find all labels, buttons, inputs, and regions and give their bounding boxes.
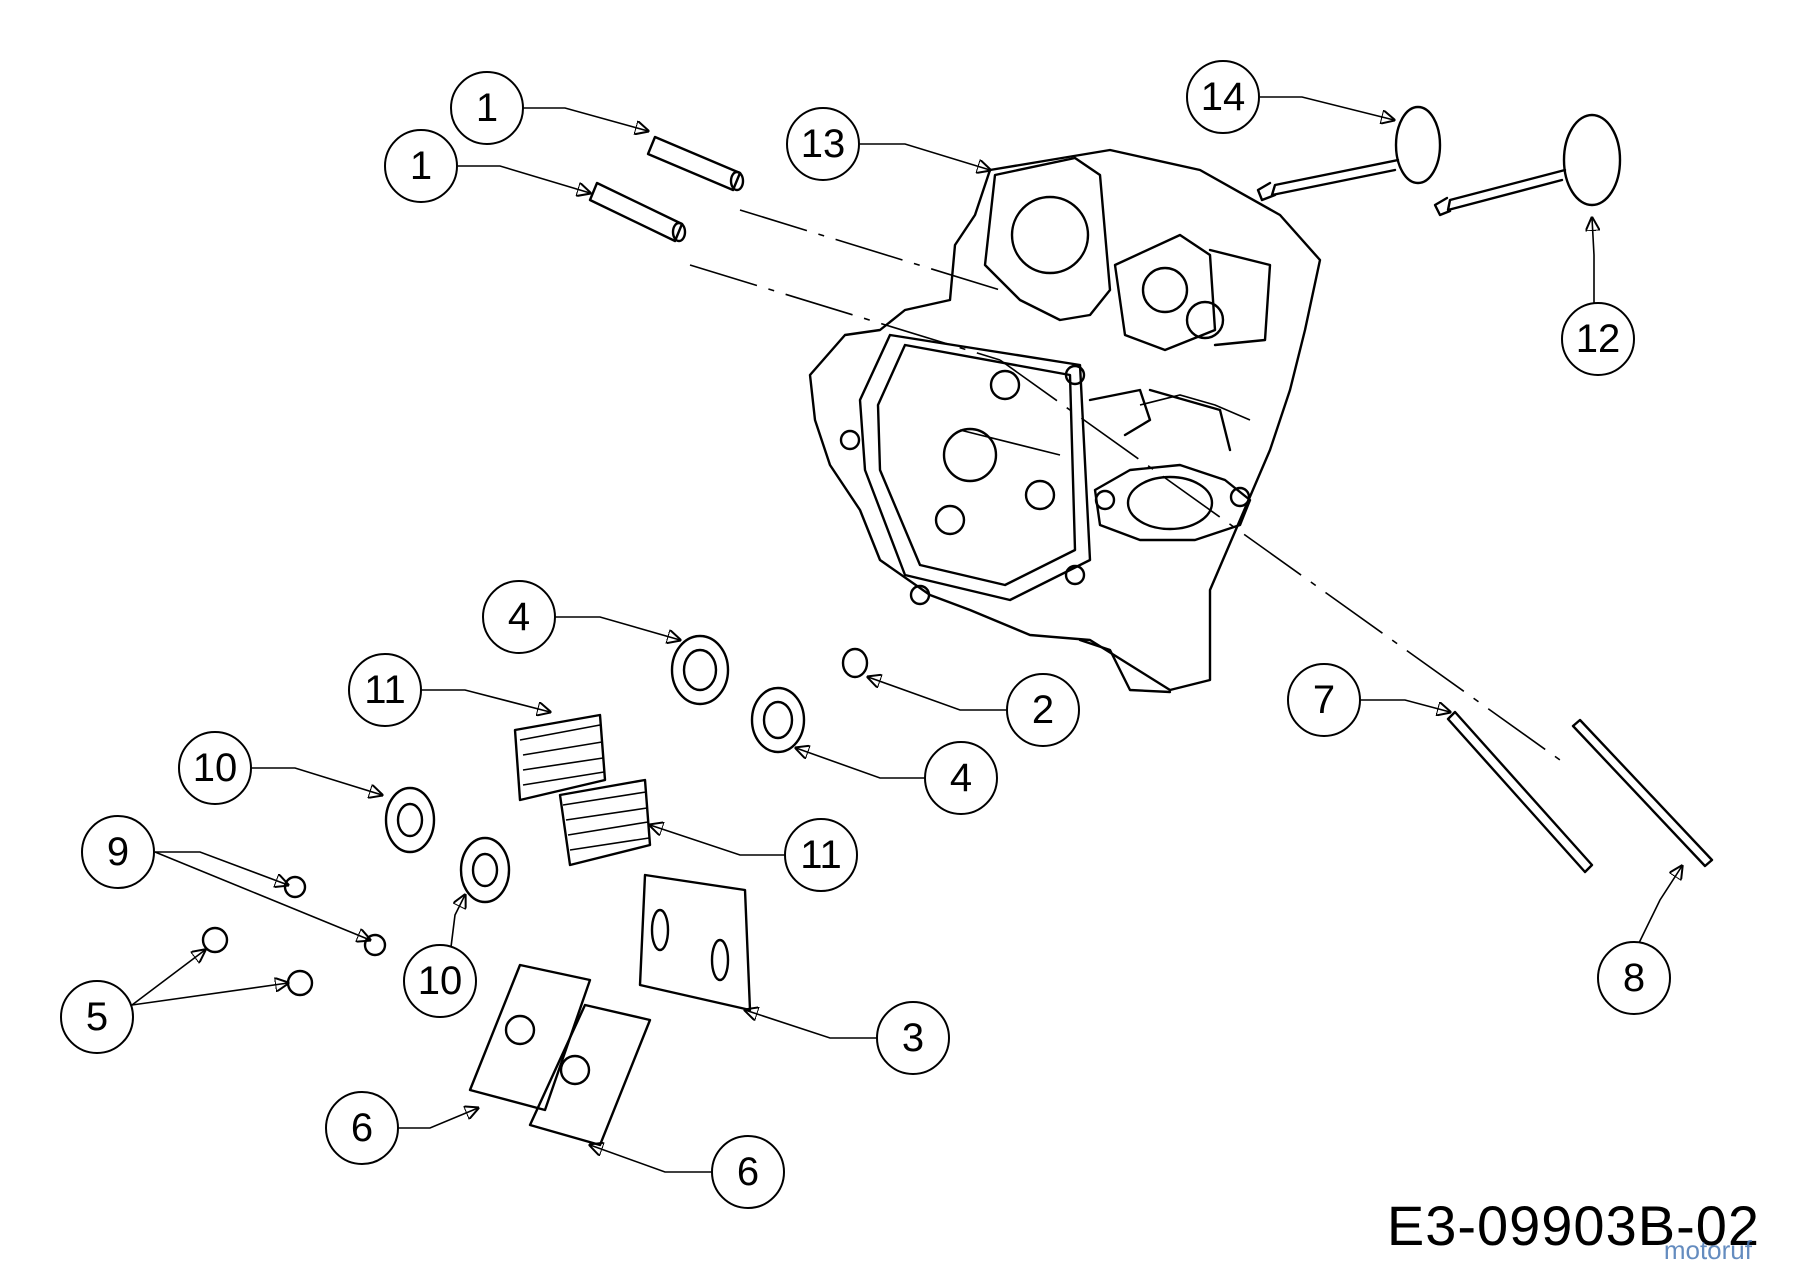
callout-10-lower: 10 (403, 944, 477, 1018)
push-rods (1446, 710, 1714, 874)
svg-text:11: 11 (800, 833, 842, 877)
svg-text:3: 3 (902, 1016, 924, 1060)
guide-pins (588, 135, 745, 243)
svg-text:7: 7 (1313, 678, 1335, 722)
valves (1256, 105, 1622, 217)
callout-6-right: 6 (711, 1135, 785, 1209)
watermark-logo: motoruf (1663, 1235, 1752, 1265)
callout-14: 14 (1186, 60, 1260, 134)
svg-text:14: 14 (1201, 75, 1246, 119)
callout-4-lower: 4 (924, 741, 998, 815)
svg-text:13: 13 (801, 122, 846, 166)
callout-9: 9 (81, 815, 155, 889)
leader-lines (131, 96, 1682, 1173)
svg-text:11: 11 (364, 668, 406, 712)
callout-3: 3 (876, 1001, 950, 1075)
callout-4-upper: 4 (482, 580, 556, 654)
svg-text:10: 10 (418, 959, 463, 1003)
svg-text:2: 2 (1032, 688, 1054, 732)
svg-text:4: 4 (508, 595, 530, 639)
callout-1-upper: 1 (450, 71, 524, 145)
callout-7: 7 (1287, 663, 1361, 737)
cylinder-head (808, 148, 1322, 694)
drawing-code: E3-09903B-02 (1386, 1194, 1760, 1257)
callout-2: 2 (1006, 673, 1080, 747)
callout-12: 12 (1561, 302, 1635, 376)
svg-text:8: 8 (1623, 956, 1645, 1000)
callout-6-left: 6 (325, 1091, 399, 1165)
center-lines (689, 209, 1561, 761)
svg-text:4: 4 (950, 756, 972, 800)
callout-1-lower: 1 (384, 129, 458, 203)
svg-text:5: 5 (86, 995, 108, 1039)
callout-11-upper: 11 (348, 653, 422, 727)
callout-5: 5 (60, 980, 134, 1054)
callout-13: 13 (786, 107, 860, 181)
callout-8: 8 (1597, 941, 1671, 1015)
callout-10-upper: 10 (178, 731, 252, 805)
svg-text:9: 9 (107, 830, 129, 874)
svg-text:10: 10 (193, 746, 238, 790)
callout-11-lower: 11 (784, 818, 858, 892)
svg-text:1: 1 (410, 144, 432, 188)
svg-text:1: 1 (476, 86, 498, 130)
svg-text:12: 12 (1576, 317, 1621, 361)
svg-text:6: 6 (737, 1150, 759, 1194)
small-parts (201, 634, 869, 1147)
svg-text:6: 6 (351, 1106, 373, 1150)
